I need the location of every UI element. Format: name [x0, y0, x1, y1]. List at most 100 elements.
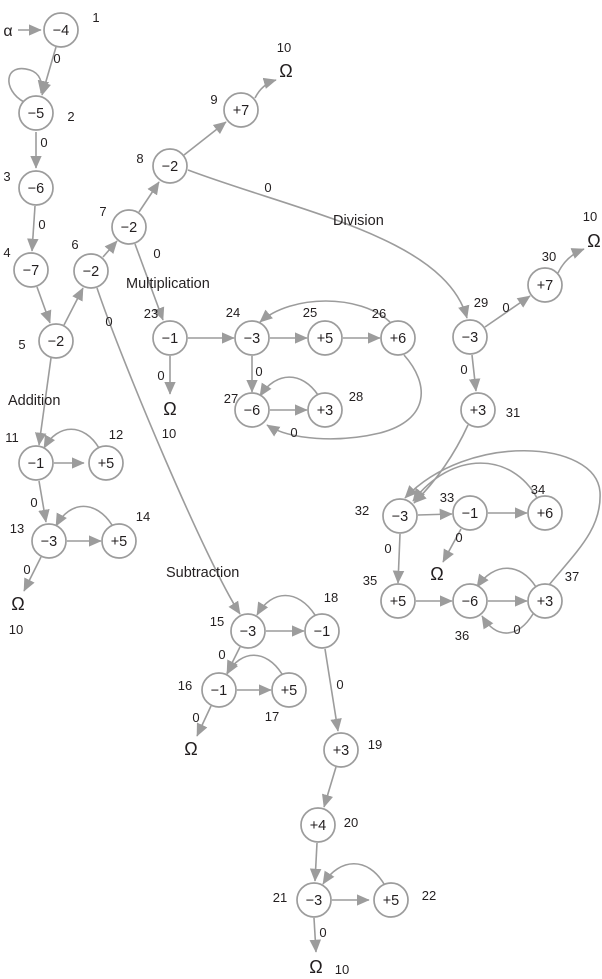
state-node-19: +3 19 [323, 732, 382, 768]
node-number-23: 23 [144, 306, 158, 321]
state-node-13: −313 [10, 521, 67, 559]
state-node-8: −28 [136, 148, 188, 184]
state-circle-36 [452, 583, 488, 619]
edge-label-18-19: 0 [336, 677, 343, 692]
edge-30-to-final-right [557, 248, 585, 274]
edge-34-to-32 [412, 462, 538, 502]
edge-label-1-2: 0 [53, 51, 60, 66]
node-number-20: 20 [344, 815, 358, 830]
state-node-29: −329 [452, 295, 488, 355]
state-op-label-24: −3 [244, 331, 261, 347]
node-number-6: 6 [71, 237, 78, 252]
state-op-label-2: −5 [28, 106, 45, 122]
state-op-label-19: +3 [333, 743, 350, 759]
state-node-1: −4 1 [43, 10, 100, 48]
terminal-final-sub: Ω [184, 739, 197, 759]
state-circle-4 [13, 252, 49, 288]
node-number-35: 35 [363, 573, 377, 588]
edge-label-2-3: 0 [40, 135, 47, 150]
node-number-18: 18 [324, 590, 338, 605]
node-number-1: 1 [92, 10, 99, 25]
state-node-17: +517 [265, 672, 307, 724]
state-circle-16 [201, 672, 237, 708]
state-node-25: +525 [303, 305, 343, 356]
state-op-label-1: −4 [53, 23, 70, 39]
state-op-label-13: −3 [41, 534, 58, 550]
state-node-27: −627 [224, 391, 270, 428]
state-op-label-6: −2 [83, 264, 100, 280]
state-node-4: −74 [3, 245, 49, 288]
start-symbol-alpha: α [3, 23, 12, 40]
node-number-31: 31 [506, 405, 520, 420]
state-op-label-27: −6 [244, 403, 261, 419]
edge-3-to-4 [27, 205, 39, 252]
state-op-label-35: +5 [390, 594, 407, 610]
terminal-final-mult: Ω10 [162, 399, 177, 441]
edge-label-7-23: 0 [153, 246, 160, 261]
edge-7-to-23 [134, 243, 165, 321]
edge-19-to-20 [322, 766, 337, 808]
edge-29-to-30 [484, 295, 531, 328]
node-number-7: 7 [99, 204, 106, 219]
state-node-21: −321 [273, 882, 332, 918]
state-op-label-18: −1 [314, 624, 331, 640]
node-number-5: 5 [18, 337, 25, 352]
state-op-label-16: −1 [211, 683, 228, 699]
state-circle-24 [234, 320, 270, 356]
omega-symbol-final-mult: Ω [163, 399, 176, 419]
node-number-25: 25 [303, 305, 317, 320]
state-op-label-7: −2 [121, 220, 138, 236]
edge-21-to-final-bottom [309, 917, 322, 953]
edge-label-24-27: 0 [255, 364, 262, 379]
edge-13-to-final-add [23, 556, 42, 592]
node-number-32: 32 [355, 503, 369, 518]
state-op-label-30: +7 [537, 278, 554, 294]
state-node-16: −116 [178, 672, 237, 708]
edge-5-to-6 [63, 287, 84, 326]
omega-symbol-final-top: Ω [279, 61, 292, 81]
state-op-label-12: +5 [98, 456, 115, 472]
edge-37-to-36 [476, 567, 537, 588]
state-op-label-23: −1 [162, 331, 179, 347]
node-number-26: 26 [372, 306, 386, 321]
node-number-29: 29 [474, 295, 488, 310]
edge-label-15-16: 0 [218, 647, 225, 662]
state-circle-23 [152, 320, 188, 356]
edge-2-to-2 [8, 67, 50, 103]
state-circle-2 [18, 95, 54, 131]
terminal-final-top: Ω10 [277, 40, 293, 81]
state-circle-32 [382, 498, 418, 534]
node-number-8: 8 [136, 151, 143, 166]
section-label-addition: Addition [8, 393, 60, 409]
node-number-19: 19 [368, 737, 382, 752]
state-circle-5 [38, 323, 74, 359]
edge-8-to-29 [187, 169, 470, 319]
state-node-35: +5 35 [363, 573, 416, 619]
edge-label-37-36: 0 [513, 622, 520, 637]
state-node-37: +337 [527, 569, 579, 619]
edge-label-29-31: 0 [460, 362, 467, 377]
state-node-9: +79 [210, 92, 259, 128]
state-node-34: +634 [527, 482, 563, 531]
edge-label-16-final-sub: 0 [192, 710, 199, 725]
state-circle-33 [452, 495, 488, 531]
edge-28-to-27 [259, 376, 319, 397]
terminal-number-final-right: 10 [583, 209, 597, 224]
state-op-label-34: +6 [537, 506, 554, 522]
state-circle-3 [18, 170, 54, 206]
section-label-division: Division [333, 213, 384, 229]
terminal-final-add: Ω10 [9, 594, 25, 637]
edge-6-to-7 [102, 240, 118, 258]
state-op-label-21: −3 [306, 893, 323, 909]
terminal-final-div: Ω [430, 564, 443, 584]
edge-37-to-32 [404, 450, 601, 586]
state-circle-25 [307, 320, 343, 356]
node-number-24: 24 [226, 305, 240, 320]
edge-5-to-11 [34, 357, 52, 446]
state-circle-13 [31, 523, 67, 559]
